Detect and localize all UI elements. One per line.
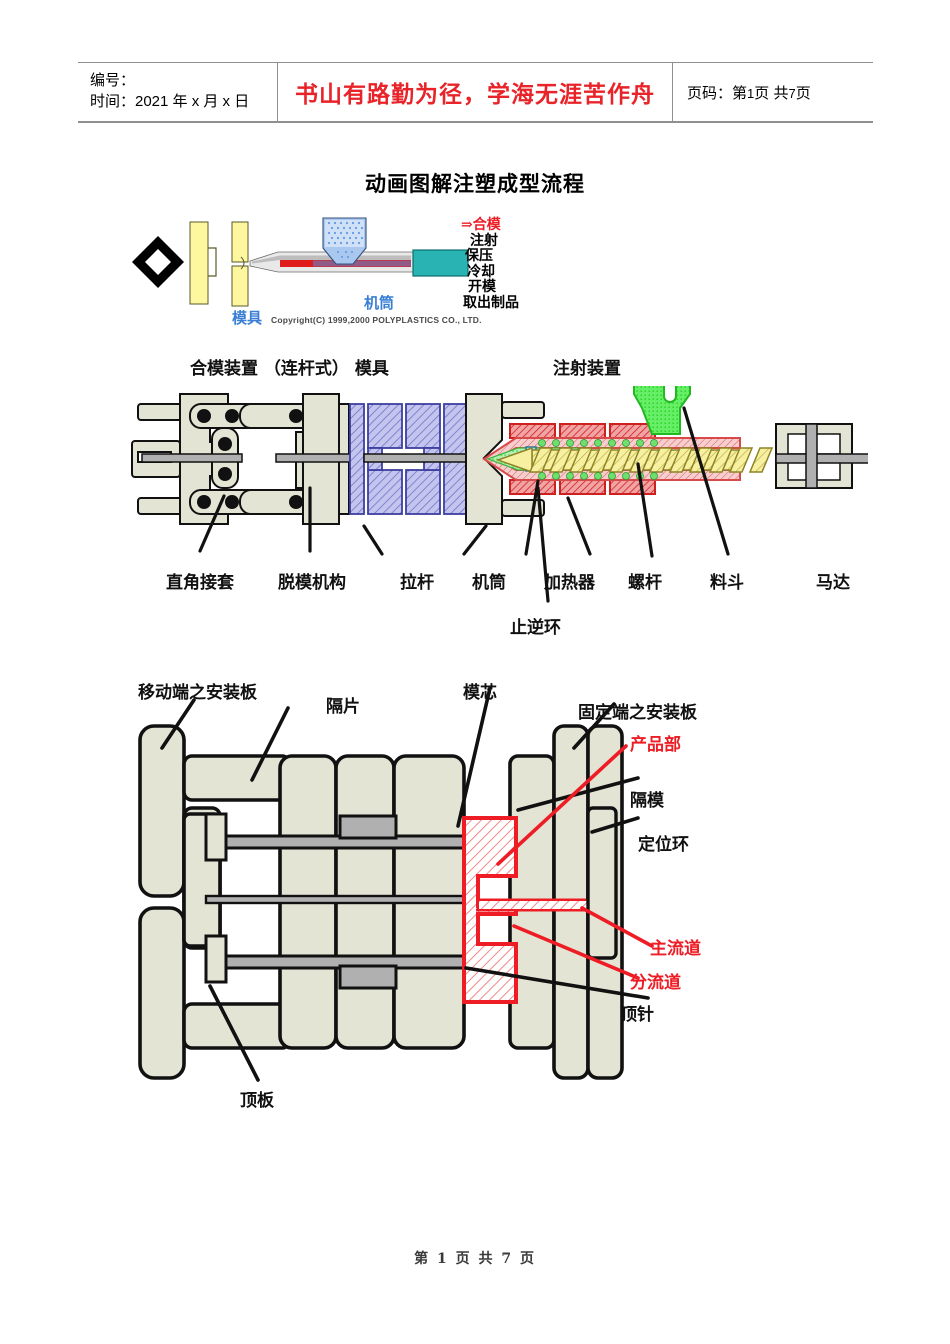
header-page-total-prefix: 共 (773, 84, 789, 102)
drive-block (412, 249, 469, 277)
motor-shaft (775, 453, 868, 464)
ejector-pin-group (204, 812, 476, 990)
movable-mounting-plate-lower (138, 906, 186, 1080)
figure2-label-6: 料斗 (710, 573, 744, 593)
heater-band-6 (609, 479, 656, 495)
ejector-pin-head-2 (338, 964, 398, 990)
figure-mold-assembly: 移动端之安装板 隔片 模芯 固定端之安装板 产品部 隔模 定位环 主流道 分流道… (118, 668, 878, 1128)
page-footer: 第 1 页 共 7 页 (0, 1248, 950, 1268)
ejector-pin-collar-2 (204, 934, 228, 984)
ejector-pin-collar-1 (204, 812, 228, 862)
figure2-label-7: 马达 (816, 573, 850, 593)
step-item-2: 保压 (465, 248, 493, 264)
hopper-granule-pattern (325, 220, 364, 258)
figure2-label-0: 直角接套 (166, 573, 234, 593)
barrel-inner-upper (252, 255, 411, 264)
motor-bracket-rib (805, 423, 818, 489)
figure1-label-barrel: 机筒 (364, 294, 395, 312)
hopper-window (663, 386, 677, 403)
header-time-label: 时间：2021 年 x 月 x 日 (90, 93, 250, 110)
mold-block-group (349, 403, 467, 515)
heater-band-4 (509, 479, 556, 495)
step-item-0: ⇒合模 (461, 217, 501, 233)
figure3-label-product: 产品部 (630, 735, 681, 755)
heater-band-1 (509, 423, 556, 439)
mold-half-lower (231, 265, 249, 307)
figure2-label-3: 机筒 (472, 573, 506, 593)
figure3-label-ejector-plate: 顶板 (240, 1091, 274, 1111)
footer-page-total: 7 (501, 1251, 514, 1267)
figure2-label-2: 拉杆 (400, 573, 434, 593)
header-page-total: 7 (788, 85, 796, 101)
sprue-channel (477, 899, 591, 911)
figure1-label-mold: 模具 (232, 309, 263, 327)
footer-page-current: 1 (436, 1251, 449, 1267)
figure2-label-injection-unit: 注射装置 (553, 359, 621, 379)
header-page-label: 页码： (687, 84, 733, 102)
figure3-leader-lines-red (496, 744, 654, 980)
figure2-label-check-ring: 止逆环 (510, 618, 561, 638)
header-page-current-prefix: 第 (732, 84, 748, 102)
mold-half-upper (231, 221, 249, 263)
header-page-unit: 页 (754, 84, 770, 102)
spacer-top (182, 754, 292, 802)
header-page-current: 1 (747, 85, 755, 101)
footer-total-prefix: 共 (478, 1251, 495, 1267)
step-item-4: 开模 (468, 279, 496, 295)
figure3-label-spacer: 隔片 (326, 697, 360, 717)
movable-platen-bracket (208, 247, 217, 277)
header-page-number: 页码：第1页 共7页 (687, 82, 873, 103)
step-item-5: 取出制品 (463, 294, 519, 311)
figure3-label-movable-plate: 移动端之安装板 (138, 683, 257, 703)
figure3-label-ejector-pin: 顶针 (620, 1005, 654, 1025)
figure3-leader-lines-black (160, 686, 650, 1082)
figure3-label-sub-runner: 分流道 (630, 973, 681, 993)
heater-band-2 (559, 423, 606, 439)
header-code-label: 编号： (90, 72, 136, 89)
figure2-label-4: 加热器 (544, 573, 595, 593)
header-motto: 书山有路勤为径，学海无涯苦作舟 (295, 81, 655, 108)
figure3-svg (138, 686, 654, 1082)
movable-platen-plate (189, 221, 209, 305)
footer-total-unit: 页 (519, 1251, 536, 1267)
heater-band-5 (559, 479, 606, 495)
figure1-svg (132, 217, 469, 307)
locating-ring (586, 806, 618, 960)
mold-cavity-curve (240, 256, 245, 270)
screw-flights (528, 447, 774, 473)
figure1-copyright: Copyright(C) 1999,2000 POLYPLASTICS CO.,… (271, 315, 482, 325)
figure2-label-1: 脱模机构 (278, 573, 346, 593)
product-diamond-inner-icon (145, 249, 171, 275)
figure2-label-5: 螺杆 (628, 573, 662, 593)
figure3-label-locating-ring: 定位环 (638, 835, 689, 855)
ejector-pin-3 (204, 894, 476, 905)
mold-center-rod (363, 453, 469, 463)
tie-bar-rods (141, 453, 357, 463)
granule-stream (313, 260, 411, 267)
header-page-total-unit: 页 (795, 84, 811, 102)
figure3-label-fixed-plate: 固定端之安装板 (578, 703, 697, 723)
ejector-pin-head-1 (338, 814, 398, 840)
figure2-leader-lines (198, 406, 730, 603)
header-cell-code: 编号： 时间：2021 年 x 月 x 日 (78, 63, 278, 121)
figure2-svg (131, 386, 868, 603)
figure2-label-clamping-unit: 合模装置 （连杆式） 模具 (190, 359, 389, 379)
figure-process-overview: 机筒 模具 Copyright(C) 1999,2000 POLYPLASTIC… (128, 208, 568, 328)
step-item-1: 注射 (470, 232, 498, 249)
figure3-label-core: 模芯 (463, 683, 497, 703)
figure3-label-parting: 隔模 (630, 791, 664, 811)
footer-page-prefix: 第 (414, 1251, 431, 1267)
movable-mounting-plate-upper (138, 724, 186, 898)
header-cell-page: 页码：第1页 共7页 (673, 63, 873, 121)
page-header-table: 编号： 时间：2021 年 x 月 x 日 书山有路勤为径，学海无涯苦作舟 页码… (78, 62, 873, 123)
figure3-label-main-runner: 主流道 (650, 939, 701, 959)
figure1-step-list: ⇒合模 注射 保压 冷却 开模 取出制品 (461, 217, 519, 311)
header-cell-motto: 书山有路勤为径，学海无涯苦作舟 (278, 63, 673, 121)
toggle-pivot-pins (197, 409, 303, 509)
document-title: 动画图解注塑成型流程 (365, 171, 585, 196)
figure-injection-machine: 合模装置 （连杆式） 模具 注射装置 (128, 348, 868, 638)
step-item-3: 冷却 (467, 263, 495, 280)
footer-page-unit: 页 (455, 1251, 472, 1267)
screw-tip (495, 446, 533, 474)
